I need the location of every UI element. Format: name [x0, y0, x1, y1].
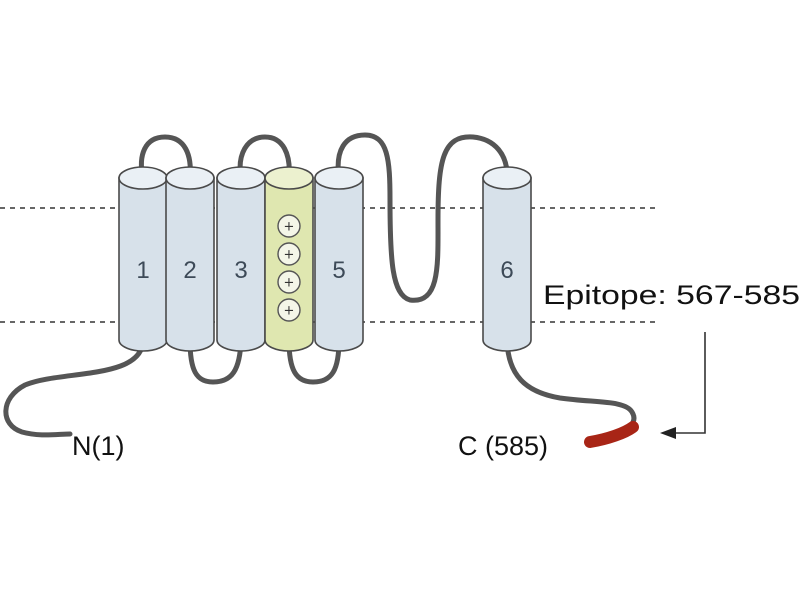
epitope-label: Epitope: 567-585 — [543, 280, 800, 310]
loop-2-3 — [187, 337, 244, 385]
positive-charge-circle — [277, 242, 301, 266]
helix-cap — [314, 166, 364, 190]
helix-cap — [165, 166, 215, 190]
helix-cap — [216, 166, 266, 190]
c-terminus-label: C (585) — [458, 431, 548, 461]
charge-symbol: + — [284, 304, 295, 319]
helix-6: 6 — [482, 166, 532, 352]
helix-5: 5 — [314, 166, 364, 352]
helix-body — [165, 177, 215, 352]
helix-number-label: 5 — [332, 257, 345, 284]
positive-charge-circle — [277, 298, 301, 322]
helix-number-label: 3 — [234, 257, 247, 284]
helix-number-label: 2 — [183, 257, 196, 284]
charge-symbol: + — [284, 276, 295, 291]
helix-body — [482, 177, 532, 352]
charge-symbol: + — [284, 248, 295, 263]
helix-number-label: 6 — [500, 257, 513, 284]
positive-charge-circle — [277, 270, 301, 294]
helix-3: 3 — [216, 166, 266, 352]
transmembrane-helices: 1 2 3 + + + +5 6 — [118, 166, 532, 352]
c-terminal-tail — [504, 337, 637, 438]
helix-2: 2 — [165, 166, 215, 352]
n-terminal-tail — [3, 337, 146, 438]
positive-charge-circle — [277, 214, 301, 238]
loop-1-2 — [139, 134, 193, 181]
epitope-callout — [660, 332, 706, 439]
callout-line — [674, 332, 706, 434]
helix-1: 1 — [118, 166, 168, 352]
loop-5-6-pore — [335, 132, 510, 303]
helix-body — [314, 177, 364, 352]
n-terminus-label: N(1) — [72, 431, 125, 461]
epitope-segment — [584, 421, 639, 448]
helix-number-label: 1 — [136, 257, 149, 284]
helix-cap — [482, 166, 532, 190]
callout-arrowhead — [660, 427, 676, 439]
loop-3-4 — [237, 134, 292, 181]
loop-4-5 — [286, 337, 342, 385]
helix-cap — [118, 166, 168, 190]
charge-symbol: + — [284, 220, 295, 235]
helix-s4-voltage-sensor: + + + + — [264, 166, 314, 352]
helix-cap — [264, 166, 314, 190]
